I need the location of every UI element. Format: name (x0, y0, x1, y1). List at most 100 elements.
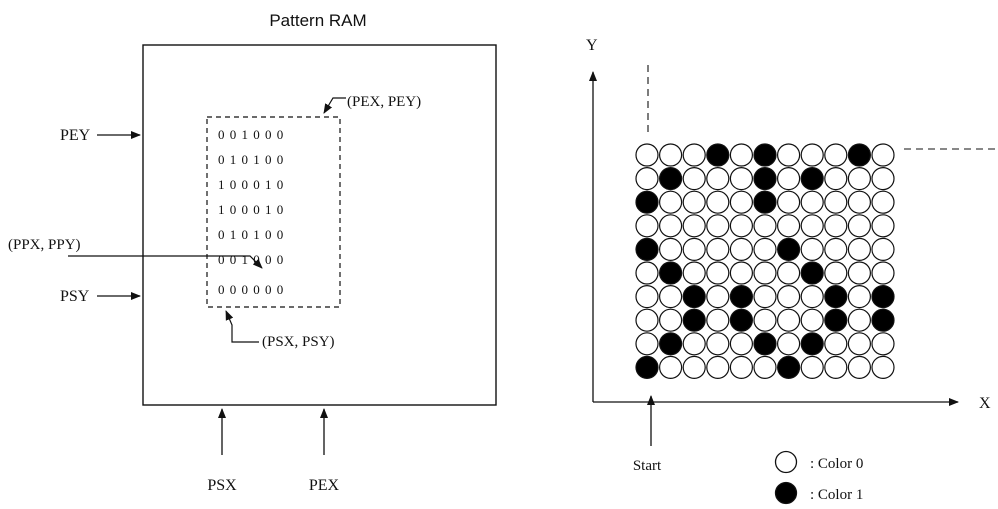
dot-color-0 (824, 167, 848, 191)
dot-color-0 (682, 190, 706, 214)
dot-color-0 (706, 355, 730, 379)
dot-color-1 (729, 285, 754, 309)
dot-color-0 (753, 237, 777, 261)
dot-color-0 (729, 143, 754, 167)
dot-color-1 (753, 190, 777, 214)
dot-color-1 (753, 143, 777, 167)
pattern-matrix: 0 0 1 0 0 0 0 1 0 1 0 0 1 0 0 0 1 0 1 0 … (218, 127, 284, 297)
dot-color-0 (729, 332, 754, 356)
dot-color-0 (706, 190, 730, 214)
psy-label: PSY (60, 288, 90, 305)
start-label: Start (633, 458, 662, 474)
dot-grid (635, 143, 895, 379)
dot-color-0 (776, 332, 801, 356)
pattern-ram-diagram: Pattern RAM 0 0 1 0 0 0 0 1 0 1 0 0 1 0 … (8, 11, 497, 494)
dot-color-0 (753, 285, 777, 309)
dot-color-0 (871, 355, 895, 379)
dot-color-0 (729, 190, 754, 214)
legend: : Color 0 : Color 1 (774, 450, 863, 505)
dot-color-0 (682, 332, 706, 356)
dot-color-0 (847, 237, 872, 261)
pattern-area-dashed-box (206, 116, 341, 308)
dot-color-0 (682, 214, 706, 238)
dot-color-1 (800, 167, 824, 191)
dot-color-0 (871, 332, 895, 356)
dot-color-1 (658, 261, 683, 285)
dot-color-1 (682, 308, 706, 332)
dot-color-0 (729, 261, 754, 285)
dot-color-0 (729, 214, 754, 238)
dot-color-1 (776, 355, 801, 379)
y-axis-label: Y (586, 37, 598, 54)
dot-color-0 (753, 261, 777, 285)
legend-color-0-swatch (774, 450, 798, 474)
dot-color-0 (706, 261, 730, 285)
dot-color-0 (658, 237, 683, 261)
dot-color-0 (871, 143, 895, 167)
dot-color-0 (753, 355, 777, 379)
dot-color-0 (824, 237, 848, 261)
dot-color-0 (706, 332, 730, 356)
matrix-row: 1 0 0 0 1 0 (218, 177, 284, 192)
dot-color-0 (682, 143, 706, 167)
dot-color-0 (658, 308, 683, 332)
dot-color-0 (847, 355, 872, 379)
x-axis-label: X (979, 395, 991, 412)
dot-color-0 (776, 190, 801, 214)
dot-color-0 (871, 237, 895, 261)
ppx-ppy-label: (PPX, PPY) (8, 237, 81, 253)
dot-color-0 (800, 355, 824, 379)
dot-color-0 (776, 167, 801, 191)
dot-color-1 (658, 332, 683, 356)
psx-psy-label: (PSX, PSY) (262, 334, 335, 350)
dot-color-1 (635, 355, 659, 379)
dot-color-0 (682, 355, 706, 379)
matrix-row: 1 0 0 0 1 0 (218, 202, 284, 217)
dot-color-0 (847, 332, 872, 356)
dot-color-0 (824, 190, 848, 214)
dot-color-1 (800, 332, 824, 356)
dot-color-1 (753, 167, 777, 191)
dot-color-0 (682, 167, 706, 191)
dot-color-0 (824, 143, 848, 167)
dot-color-0 (871, 167, 895, 191)
dot-color-0 (800, 237, 824, 261)
dot-color-1 (824, 285, 848, 309)
dot-color-0 (729, 167, 754, 191)
dot-color-0 (658, 355, 683, 379)
dot-color-1 (658, 167, 683, 191)
dot-color-0 (847, 190, 872, 214)
dot-color-0 (776, 214, 801, 238)
dot-color-0 (706, 237, 730, 261)
matrix-row: 0 1 0 1 0 0 (218, 227, 284, 242)
dot-color-0 (635, 285, 659, 309)
dot-color-0 (706, 167, 730, 191)
dot-color-1 (824, 308, 848, 332)
dot-color-0 (800, 143, 824, 167)
dot-color-0 (729, 355, 754, 379)
dot-color-0 (635, 214, 659, 238)
dot-color-1 (753, 332, 777, 356)
dot-color-0 (871, 261, 895, 285)
dot-color-1 (871, 308, 895, 332)
dot-color-0 (800, 190, 824, 214)
dot-color-0 (824, 261, 848, 285)
dot-color-0 (635, 143, 659, 167)
dot-color-0 (847, 285, 872, 309)
matrix-row: 0 0 0 0 0 0 (218, 282, 284, 297)
dot-color-0 (635, 308, 659, 332)
matrix-row: 0 0 1 0 0 0 (218, 252, 284, 267)
ppx-ppy-pointer (68, 255, 263, 269)
matrix-row: 0 0 1 0 0 0 (218, 127, 284, 142)
dot-color-1 (847, 143, 872, 167)
dot-color-0 (824, 214, 848, 238)
dot-color-0 (706, 214, 730, 238)
dot-color-0 (658, 143, 683, 167)
dot-color-0 (753, 214, 777, 238)
dot-color-0 (847, 167, 872, 191)
dot-color-0 (871, 214, 895, 238)
dot-color-1 (800, 261, 824, 285)
dot-color-0 (729, 237, 754, 261)
dot-color-1 (729, 308, 754, 332)
